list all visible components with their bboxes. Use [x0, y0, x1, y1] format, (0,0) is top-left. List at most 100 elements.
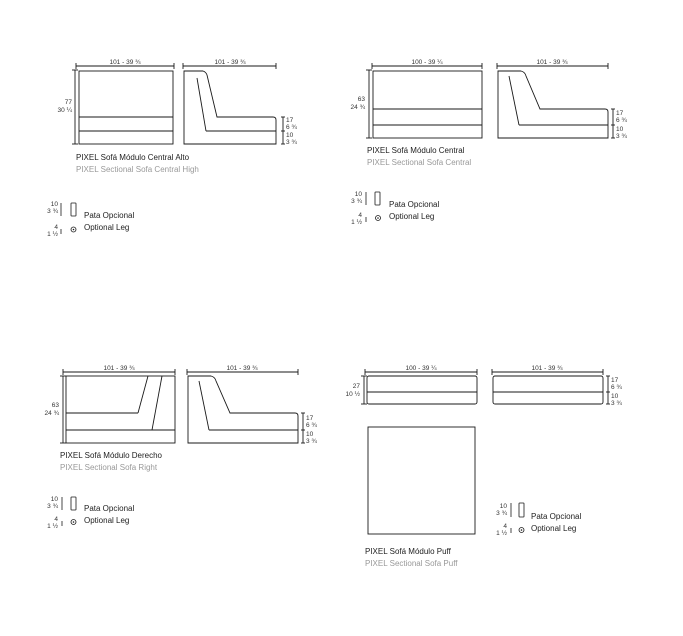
optional-leg-label-en: Optional Leg: [389, 212, 434, 221]
leg-diameter-in: 1 ½: [47, 522, 58, 530]
front-view-arm-outer-line: [151, 375, 163, 431]
leg-height-cm: 10: [500, 503, 508, 510]
optional-leg-legend-3: 10 3 ¾ Pata Opcional 4 1 ½ Optional Leg: [47, 496, 134, 530]
leg-height-cm: 10: [51, 201, 59, 208]
optional-leg-label-es: Pata Opcional: [389, 200, 439, 209]
module-subtitle: PIXEL Sectional Sofa Right: [60, 463, 158, 472]
leg-icon: [374, 191, 381, 206]
height-label-in: 10 ½: [346, 390, 361, 398]
height-label-in: 24 ¾: [351, 104, 366, 111]
leg-diameter-cm: 4: [503, 523, 507, 530]
leg-height-in: 3 ¾: [47, 503, 58, 510]
leg-top-view-icon: [375, 215, 381, 221]
module-puff: [361, 369, 610, 535]
optional-leg-label-es: Pata Opcional: [84, 504, 134, 513]
module-title: PIXEL Sofá Módulo Puff: [365, 547, 452, 556]
height-label-cm: 27: [353, 383, 361, 390]
top-view-outline: [367, 426, 476, 535]
leg-top-view-dot: [520, 529, 523, 531]
seat-height-label-in: 6 ¾: [611, 384, 622, 391]
height-label-in: 30 ¼: [58, 107, 73, 114]
seat-height-label-cm: 17: [306, 415, 314, 422]
leg-top-view-dot: [377, 217, 379, 219]
module-central-labels: 100 - 39 ¼ 101 - 39 ¾ 63 24 ¾ 17 6 ¾ 10 …: [351, 59, 628, 167]
optional-leg-label-es: Pata Opcional: [84, 211, 134, 220]
front-view-arm-inner-line: [137, 375, 149, 414]
height-label-cm: 63: [358, 96, 366, 103]
leg-icon: [70, 202, 77, 217]
leg-diameter-in: 1 ½: [351, 218, 362, 226]
base-height-label-in: 3 ¾: [616, 133, 627, 140]
base-height-label-in: 3 ¾: [306, 438, 317, 445]
front-width-label: 100 - 39 ¼: [411, 59, 443, 66]
module-central-high-labels: 101 - 39 ¾ 101 - 39 ¾ 77 30 ¼ 17 6 ¾ 10 …: [58, 59, 298, 174]
seat-height-label-in: 6 ¾: [616, 117, 627, 124]
module-subtitle: PIXEL Sectional Sofa Central High: [76, 165, 199, 174]
module-subtitle: PIXEL Sectional Sofa Puff: [365, 559, 458, 568]
side-view-outline: [497, 70, 609, 139]
module-central: [366, 63, 615, 139]
front-view-outline: [78, 70, 174, 145]
side-view-back-line: [198, 380, 210, 431]
front-view-outline: [366, 375, 478, 405]
side-view-outline: [187, 375, 299, 444]
leg-top-view-icon: [70, 519, 77, 525]
leg-top-view-icon: [70, 226, 77, 233]
front-view-outline: [65, 375, 176, 444]
leg-height-in: 3 ¾: [496, 510, 507, 517]
front-width-label: 101 - 39 ¾: [103, 365, 135, 372]
leg-height-cm: 10: [355, 191, 363, 198]
base-height-label-cm: 10: [611, 393, 619, 400]
front-view-outline: [372, 70, 483, 139]
side-width-label: 101 - 39 ¾: [226, 365, 258, 372]
optional-leg-legend-2: 10 3 ¾ Pata Opcional 4 1 ½ Optional Leg: [351, 191, 439, 226]
height-label-in: 24 ¾: [45, 410, 60, 417]
side-view-back-line: [196, 77, 207, 132]
optional-leg-legend-1: 10 3 ¾ Pata Opcional 4 1 ½ Optional Leg: [47, 201, 134, 238]
side-width-label: 101 - 39 ¾: [214, 59, 246, 66]
leg-height-in: 3 ¾: [47, 208, 58, 215]
optional-leg-label-es: Pata Opcional: [531, 512, 581, 521]
base-height-label-in: 3 ¾: [611, 400, 622, 407]
module-title: PIXEL Sofá Módulo Central: [367, 146, 465, 155]
leg-diameter-cm: 4: [54, 516, 58, 523]
leg-top-view-dot: [72, 228, 75, 231]
leg-icon: [70, 496, 77, 511]
side-width-label: 101 - 39 ¾: [536, 59, 568, 66]
base-height-label-cm: 10: [306, 431, 314, 438]
seat-height-label-cm: 17: [616, 110, 624, 117]
base-height-label-cm: 10: [616, 126, 624, 133]
front-width-label: 100 - 39 ¼: [405, 365, 437, 372]
leg-top-view-icon: [518, 527, 525, 533]
leg-height-cm: 10: [51, 496, 59, 503]
height-label-cm: 77: [65, 99, 73, 106]
side-view-outline: [492, 375, 604, 405]
module-title: PIXEL Sofá Módulo Central Alto: [76, 153, 190, 162]
leg-height-in: 3 ¾: [351, 198, 362, 205]
leg-diameter-in: 1 ½: [496, 529, 507, 537]
seat-height-label-cm: 17: [286, 117, 294, 124]
module-right-labels: 101 - 39 ¾ 101 - 39 ¾ 63 24 ¾ 17 6 ¾ 10 …: [45, 365, 318, 472]
module-central-high: [72, 63, 285, 145]
seat-height-label-in: 6 ¾: [286, 124, 297, 131]
module-subtitle: PIXEL Sectional Sofa Central: [367, 158, 471, 167]
seat-height-label-cm: 17: [611, 377, 619, 384]
side-view-back-line: [508, 75, 520, 126]
optional-leg-label-en: Optional Leg: [531, 524, 576, 533]
optional-leg-label-en: Optional Leg: [84, 516, 129, 525]
seat-height-label-in: 6 ¾: [306, 422, 317, 429]
leg-diameter-cm: 4: [54, 224, 58, 231]
height-label-cm: 63: [52, 402, 60, 409]
module-right: [60, 369, 305, 444]
optional-leg-label-en: Optional Leg: [84, 223, 129, 232]
leg-icon: [518, 502, 525, 518]
side-view-outline: [183, 70, 277, 145]
base-height-label-cm: 10: [286, 132, 294, 139]
leg-top-view-dot: [72, 521, 75, 523]
front-width-label: 101 - 39 ¾: [109, 59, 141, 66]
base-height-label-in: 3 ¾: [286, 139, 297, 146]
module-puff-labels: 100 - 39 ¼ 101 - 39 ¾ 27 10 ½ 17 6 ¾ 10 …: [346, 365, 623, 568]
leg-diameter-cm: 4: [358, 212, 362, 219]
optional-leg-legend-4: 10 3 ¾ Pata Opcional 4 1 ½ Optional Leg: [496, 502, 581, 537]
